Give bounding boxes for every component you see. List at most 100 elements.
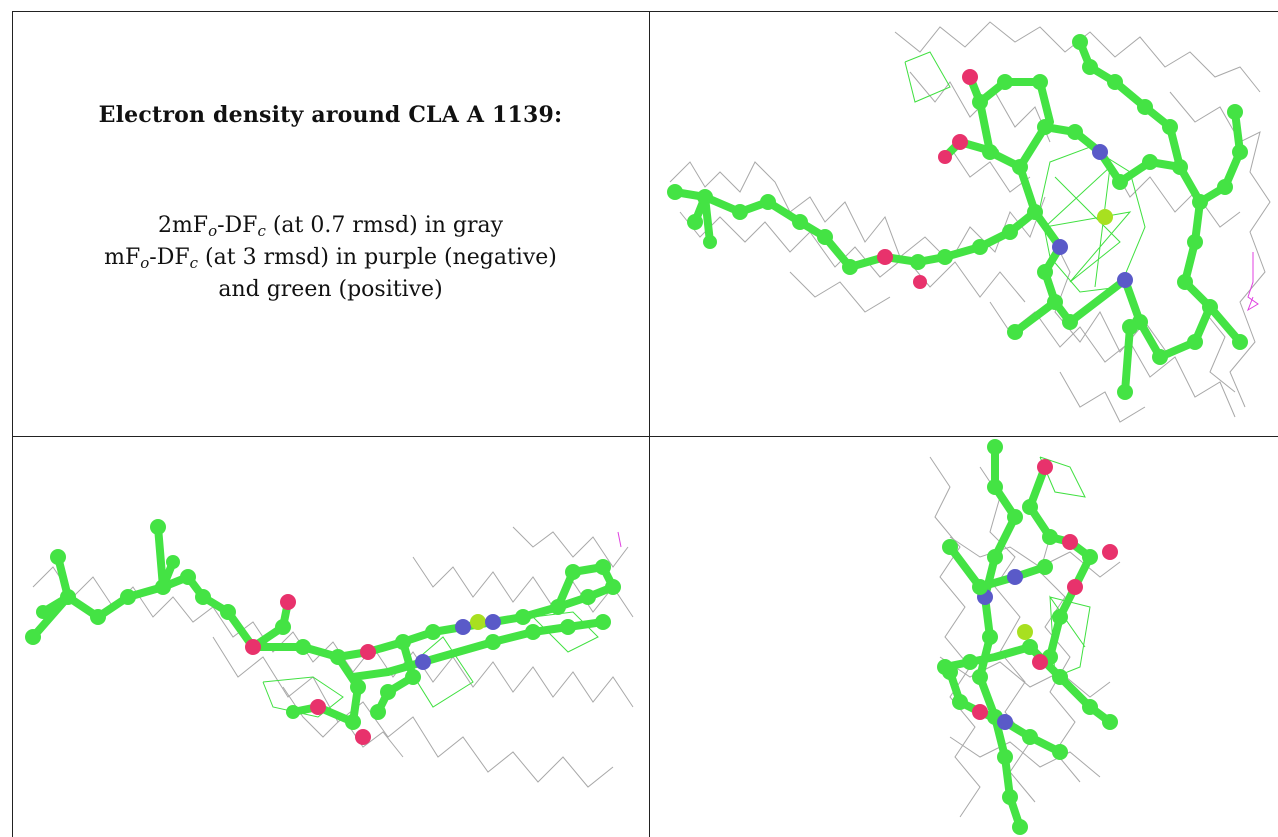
carbon-atom xyxy=(972,579,988,595)
mesh-segment xyxy=(512,526,629,568)
density-mesh-negative xyxy=(617,531,622,548)
carbon-atom xyxy=(286,705,300,719)
carbon-atom xyxy=(550,599,566,615)
carbon-atom xyxy=(703,235,717,249)
oxygen-atom xyxy=(245,639,261,655)
carbon-atom xyxy=(1227,104,1243,120)
carbon-atom xyxy=(997,74,1013,90)
mesh-segment xyxy=(979,466,1036,803)
carbon-atom xyxy=(155,579,171,595)
table-middle-divider xyxy=(649,11,650,837)
carbon-atom xyxy=(972,94,988,110)
molecule-atoms xyxy=(937,439,1118,835)
carbon-atom xyxy=(560,619,576,635)
carbon-atom xyxy=(1202,299,1218,315)
carbon-atom xyxy=(687,214,703,230)
carbon-atom xyxy=(997,749,1013,765)
carbon-atom xyxy=(1177,274,1193,290)
mesh-segment xyxy=(949,146,1031,193)
carbon-atom xyxy=(295,639,311,655)
carbon-atom xyxy=(1152,349,1168,365)
mesh-segment xyxy=(949,736,1101,778)
molecule-front-svg xyxy=(667,21,1271,423)
carbon-atom xyxy=(1042,529,1058,545)
carbon-atom xyxy=(1002,224,1018,240)
mesh-segment xyxy=(1039,456,1086,498)
mesh-segment xyxy=(1039,146,1146,293)
mesh-segment xyxy=(939,656,1111,698)
carbon-atom xyxy=(760,194,776,210)
oxygen-atom xyxy=(310,699,326,715)
mesh-segment xyxy=(789,271,891,313)
carbon-atom xyxy=(485,634,501,650)
carbon-atom xyxy=(987,479,1003,495)
carbon-atom xyxy=(1022,729,1038,745)
nitrogen-atom xyxy=(1052,239,1068,255)
carbon-atom xyxy=(1217,179,1233,195)
mesh-segment xyxy=(1059,371,1146,423)
caption-line-3: and green (positive) xyxy=(218,277,443,302)
carbon-atom xyxy=(220,604,236,620)
mesh-segment xyxy=(929,456,981,818)
mesh-segment xyxy=(679,211,1026,303)
oxygen-atom xyxy=(972,704,988,720)
carbon-atom xyxy=(1052,609,1068,625)
magnesium-atom xyxy=(470,614,486,630)
oxygen-atom xyxy=(1062,534,1078,550)
carbon-atom xyxy=(972,239,988,255)
carbon-atom xyxy=(580,589,596,605)
carbon-atom xyxy=(817,229,833,245)
mesh-segment xyxy=(1169,91,1271,408)
molecule-atoms xyxy=(667,34,1248,400)
carbon-atom xyxy=(942,664,958,680)
carbon-atom xyxy=(1037,119,1053,135)
carbon-atom xyxy=(1082,699,1098,715)
carbon-atom xyxy=(595,559,611,575)
mesh-segment xyxy=(1247,252,1259,312)
nitrogen-atom xyxy=(455,619,471,635)
carbon-atom xyxy=(1082,549,1098,565)
carbon-atom xyxy=(36,605,50,619)
carbon-atom xyxy=(275,619,291,635)
density-view-front xyxy=(650,12,1278,436)
nitrogen-atom xyxy=(1117,272,1133,288)
caption-line-2: mFo-DFc (at 3 rmsd) in purple (negative) xyxy=(104,245,557,272)
carbon-atom xyxy=(1232,334,1248,350)
nitrogen-atom xyxy=(1092,144,1108,160)
mesh-segment xyxy=(1049,595,1091,678)
carbon-atom xyxy=(1102,714,1118,730)
carbon-atom xyxy=(1027,204,1043,220)
carbon-atom xyxy=(605,579,621,595)
mesh-segment xyxy=(1011,298,1059,336)
carbon-atom xyxy=(1172,159,1188,175)
mesh-segment xyxy=(1109,161,1241,228)
carbon-atom xyxy=(1232,144,1248,160)
oxygen-atom xyxy=(360,644,376,660)
carbon-atom xyxy=(1037,559,1053,575)
molecule-edge-svg xyxy=(929,439,1121,835)
carbon-atom xyxy=(345,714,361,730)
carbon-atom xyxy=(166,555,180,569)
molecule-bonds xyxy=(29,523,617,726)
carbon-atom xyxy=(1047,294,1063,310)
carbon-atom xyxy=(350,679,366,695)
carbon-atom xyxy=(1187,334,1203,350)
carbon-atom xyxy=(565,564,581,580)
caption-body: 2mFo-DFc (at 0.7 rmsd) in gray mFo-DFc (… xyxy=(12,210,649,306)
carbon-atom xyxy=(842,259,858,275)
carbon-atom xyxy=(90,609,106,625)
table-row-divider xyxy=(12,436,1278,437)
carbon-atom xyxy=(1137,99,1153,115)
carbon-atom xyxy=(987,439,1003,455)
carbon-atom xyxy=(1022,639,1038,655)
density-view-edge xyxy=(650,437,1278,837)
carbon-atom xyxy=(330,649,346,665)
mesh-segment xyxy=(617,531,622,548)
carbon-atom xyxy=(1002,789,1018,805)
carbon-atom xyxy=(1082,59,1098,75)
oxygen-atom xyxy=(877,249,893,265)
carbon-atom xyxy=(1187,234,1203,250)
mesh-segment xyxy=(1204,311,1236,393)
oxygen-atom xyxy=(938,150,952,164)
carbon-atom xyxy=(370,704,386,720)
